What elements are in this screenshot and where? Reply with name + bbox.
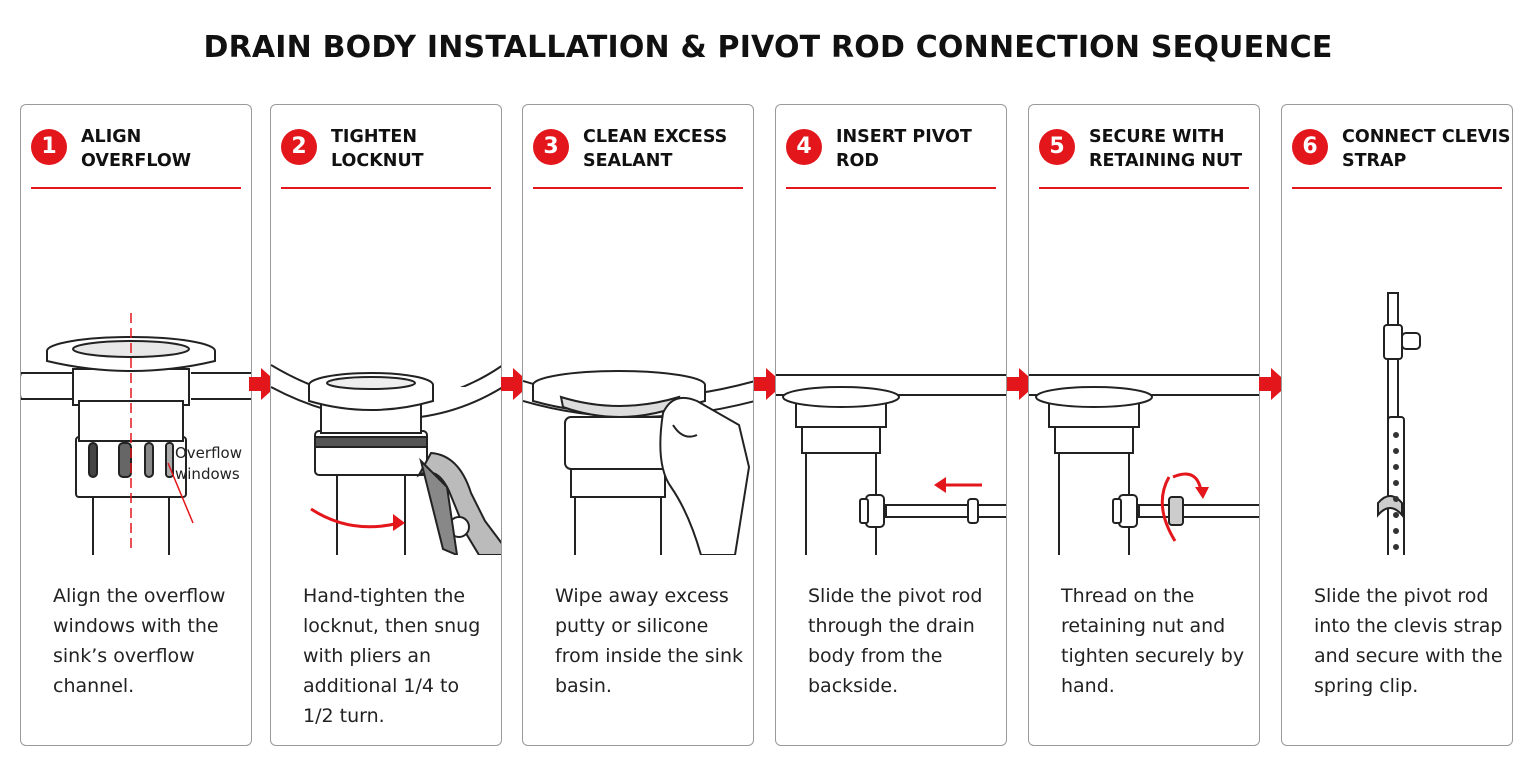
locknut-pliers-illustration: [271, 364, 501, 555]
right-arrow-icon: [501, 368, 531, 400]
divider: [1039, 187, 1249, 189]
step-title: SECURE WITH RETAINING NUT: [1089, 127, 1243, 171]
drain-overflow-illustration: [21, 313, 251, 555]
divider: [31, 187, 241, 189]
step-panel-2: 2 TIGHTEN LOCKNUT Hand-tighten the lockn…: [270, 104, 502, 746]
step-title: TIGHTEN LOCKNUT: [331, 127, 424, 171]
step-header: 1 ALIGN OVERFLOW: [31, 125, 243, 185]
retaining-nut-illustration: [1029, 374, 1259, 555]
step-title: ALIGN OVERFLOW: [81, 127, 192, 171]
step-panel-3: 3 CLEAN EXCESS SEALANT Wipe away excess …: [522, 104, 754, 746]
step-panel-6: 6 CONNECT CLEVIS STRAP Slide the pivot r…: [1281, 104, 1513, 746]
step-description: Hand-tighten the locknut, then snug with…: [303, 585, 481, 727]
step-panel-4: 4 INSERT PIVOT ROD Slide the pivot rod t…: [775, 104, 1007, 746]
divider: [1292, 187, 1502, 189]
step-number-badge: 2: [281, 129, 317, 165]
step-number-badge: 6: [1292, 129, 1328, 165]
step-header: 2 TIGHTEN LOCKNUT: [281, 125, 493, 185]
wipe-sealant-illustration: [523, 370, 753, 555]
step-number-badge: 3: [533, 129, 569, 165]
step-title: CLEAN EXCESS SEALANT: [583, 127, 728, 171]
step-description: Wipe away excess putty or silicone from …: [555, 585, 743, 697]
step-title: INSERT PIVOT ROD: [836, 127, 972, 171]
step-description: Thread on the retaining nut and tighten …: [1061, 585, 1245, 697]
step-description: Align the overflow windows with the sink…: [53, 585, 226, 697]
step-description: Slide the pivot rod through the drain bo…: [808, 585, 983, 697]
step-header: 3 CLEAN EXCESS SEALANT: [533, 125, 745, 185]
right-arrow-icon: [1259, 368, 1289, 400]
step-number-badge: 1: [31, 129, 67, 165]
step-number-badge: 4: [786, 129, 822, 165]
step-number-badge: 5: [1039, 129, 1075, 165]
right-arrow-icon: [754, 368, 784, 400]
step-title: CONNECT CLEVIS STRAP: [1342, 127, 1511, 171]
right-arrow-icon: [1007, 368, 1037, 400]
step-header: 5 SECURE WITH RETAINING NUT: [1039, 125, 1251, 185]
step-panel-5: 5 SECURE WITH RETAINING NUT Thread on th…: [1028, 104, 1260, 746]
clevis-strap-illustration: [1377, 292, 1421, 555]
pivot-rod-insert-illustration: [776, 374, 1006, 555]
page-title: DRAIN BODY INSTALLATION & PIVOT ROD CONN…: [203, 30, 1333, 65]
divider: [281, 187, 491, 189]
divider: [786, 187, 996, 189]
overflow-windows-callout: Overflow windows: [175, 444, 242, 483]
divider: [533, 187, 743, 189]
right-arrow-icon: [249, 368, 279, 400]
step-header: 4 INSERT PIVOT ROD: [786, 125, 998, 185]
step-header: 6 CONNECT CLEVIS STRAP: [1292, 125, 1510, 185]
step-description: Slide the pivot rod into the clevis stra…: [1314, 585, 1503, 697]
step-panel-1: 1 ALIGN OVERFLOW Overflow windows Align …: [20, 104, 252, 746]
